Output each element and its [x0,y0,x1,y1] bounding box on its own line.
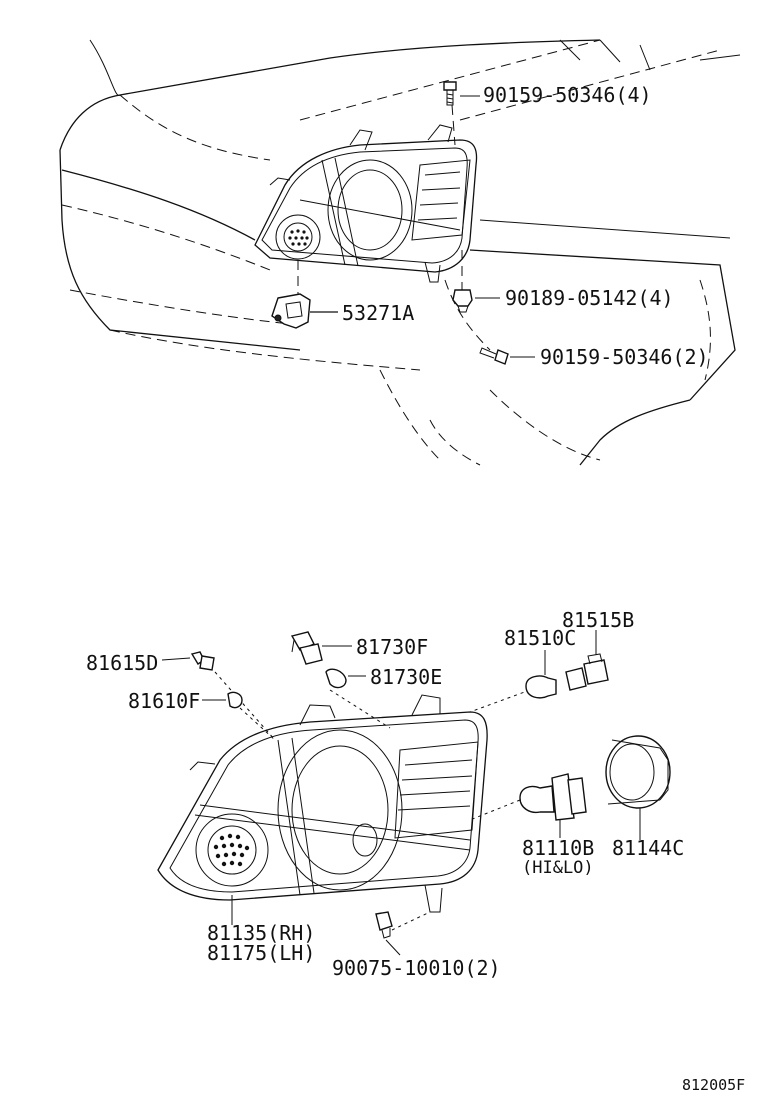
label-81144c: 81144C [612,836,684,860]
vehicle-body-outline [59,39,741,466]
label-81510c: 81510C [504,626,576,650]
socket-81730f-icon [290,631,323,665]
callout-line-81615d [161,657,191,661]
headlamp-assembly [157,694,488,913]
label-bracket: 53271A [342,301,414,325]
leader-730 [329,689,391,729]
leader-110 [469,799,521,821]
label-screw: 90075-10010(2) [332,956,501,980]
leader-screw [391,911,431,931]
led-dots-top [288,229,309,246]
installed-headlamp [254,124,478,283]
label-81610f: 81610F [128,689,200,713]
label-bolt-top: 90159-50346(4) [483,83,652,107]
label-81515b: 81515B [562,608,634,632]
label-81110b: 81110B [522,836,594,860]
led-dots [213,833,250,867]
cap-81144c-icon [605,735,671,809]
callout-line-screw [385,939,401,956]
bulb-81110b-icon [519,773,587,821]
label-81730e: 81730E [370,665,442,689]
label-81615d: 81615D [86,651,158,675]
label-81110b-note: (HI&LO) [522,858,594,878]
label-bolt-lower: 90159-50346(2) [540,345,709,369]
bulb-81510c-icon [525,675,557,699]
bulb-81610f-icon [227,691,243,709]
screw-icon [375,911,393,939]
leader-bolt-top [451,104,456,146]
bulb-81730e-icon [325,668,347,689]
bracket-icon [271,293,311,329]
label-clip: 90189-05142(4) [505,286,674,310]
leader-socket-d [214,671,276,741]
leader-bolt-lower [444,279,491,351]
leader-bulb-f [239,707,276,741]
bolt-icon-top [443,81,457,106]
label-lamp-rh: 81135(RH) [207,921,315,945]
leader-510 [469,689,531,713]
bolt-icon-lower [479,347,509,365]
label-81730f: 81730F [356,635,428,659]
diagram-code: 812005F [682,1076,745,1094]
clip-icon [452,289,473,313]
label-lamp-lh: 81175(LH) [207,941,315,965]
socket-81615d-icon [190,651,215,671]
socket-81515b-icon [565,653,609,691]
